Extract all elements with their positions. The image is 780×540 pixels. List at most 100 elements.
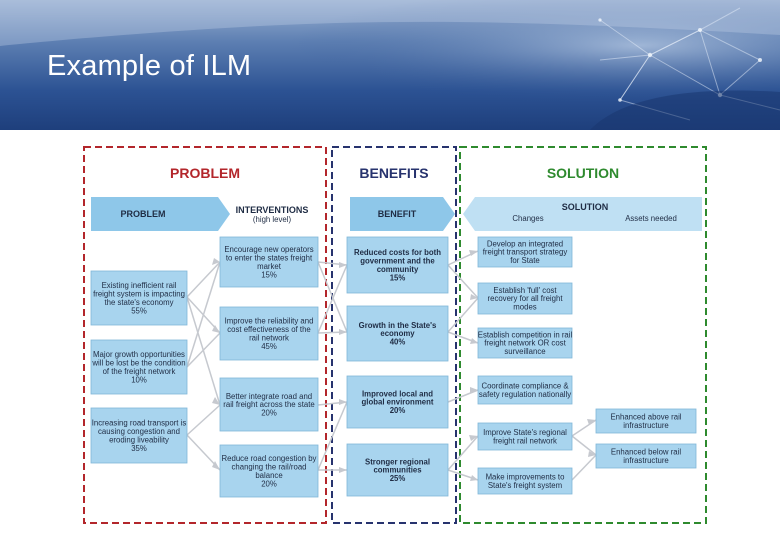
intervention-text-line: rail freight across the state (223, 400, 314, 409)
problem-text-line: will be lost be the condition (91, 359, 185, 368)
asset-boxes: Enhanced above railinfrastructureEnhance… (595, 408, 697, 469)
intervention-text-line: Encourage new operators (224, 245, 313, 254)
change-text-line: surveillance (504, 347, 545, 356)
problem-text-line: Existing inefficient rail (102, 281, 177, 290)
problem-percent: 55% (131, 306, 147, 315)
benefits-column-title: BENEFITS (359, 165, 428, 181)
header-decoration (0, 0, 780, 130)
change-box (477, 422, 573, 451)
problem-box (90, 407, 188, 464)
benefit-box (346, 236, 449, 294)
problem-header-label: PROBLEM (121, 209, 166, 219)
benefit-text-line: Growth in the State's (359, 321, 437, 330)
change-text-line: freight network OR cost (484, 339, 566, 348)
asset-box (595, 443, 697, 469)
problem-header-arrow (91, 197, 230, 231)
benefit-text-line: government and the (360, 257, 435, 266)
benefit-text-line: Reduced costs for both (354, 248, 441, 257)
change-text-line: safety regulation nationally (479, 390, 571, 399)
interventions-header-sub: (high level) (253, 215, 292, 224)
change-text-line: Establish competition in rail (478, 330, 573, 339)
benefit-text-line: communities (373, 466, 422, 475)
intervention-percent: 15% (261, 270, 277, 279)
benefit-percent: 40% (390, 338, 406, 347)
benefit-text-line: community (377, 265, 419, 274)
benefit-percent: 20% (390, 406, 406, 415)
asset-text-line: Enhanced below rail (611, 448, 681, 457)
intervention-text-line: changing the rail/road (232, 463, 307, 472)
problem-text-line: Increasing road transport is (92, 419, 187, 428)
change-text-line: for State (510, 256, 539, 265)
change-box (477, 375, 573, 405)
change-text-line: Coordinate compliance & (481, 382, 569, 391)
problem-text-line: freight system is impacting (93, 290, 185, 299)
intervention-percent: 45% (261, 342, 277, 351)
change-text-line: State's freight system (488, 481, 562, 490)
intervention-text-line: market (257, 262, 282, 271)
problem-percent: 35% (131, 444, 147, 453)
benefit-percent: 15% (390, 273, 406, 282)
change-text-line: recovery for all freight (488, 294, 564, 303)
problem-text-line: Major growth opportunities (93, 350, 185, 359)
intervention-text-line: balance (255, 471, 282, 480)
benefit-header-arrow (350, 197, 455, 231)
intervention-text-line: rail network (249, 333, 289, 342)
problem-column-title: PROBLEM (170, 165, 240, 181)
change-text-line: Improve State's regional (483, 428, 567, 437)
problem-box (90, 339, 188, 395)
solution-column-frame (459, 146, 707, 524)
solution-header-label: SOLUTION (562, 202, 609, 212)
problem-text-line: eroding liveability (109, 435, 169, 444)
intervention-box (219, 236, 319, 288)
change-box (477, 327, 573, 359)
changes-header-label: Changes (512, 214, 543, 223)
change-box (477, 467, 573, 495)
benefit-text-line: economy (380, 329, 415, 338)
intervention-text-line: Better integrate road and (226, 392, 312, 401)
change-4: Coordinate compliance &safety regulation… (477, 375, 573, 405)
connector-lines (186, 250, 597, 481)
intervention-percent: 20% (261, 479, 277, 488)
problem-text-line: of the freight network (103, 367, 176, 376)
benefit-text-line: global environment (362, 398, 434, 407)
connector-arrowheads (212, 250, 596, 481)
problem-text-line: the state's economy (104, 298, 173, 307)
benefit-percent: 25% (390, 474, 406, 483)
intervention-percent: 20% (261, 409, 277, 418)
assets-header-label: Assets needed (625, 214, 677, 223)
benefit-box (346, 375, 449, 429)
solution-header-arrow (463, 197, 702, 231)
intervention-box (219, 444, 319, 498)
change-box (477, 236, 573, 268)
intervention-box (219, 306, 319, 361)
benefit-text-line: Improved local and (362, 389, 433, 398)
problem-percent: 10% (131, 375, 147, 384)
intervention-text-line: Improve the reliability and (225, 317, 314, 326)
benefit-text-line: Stronger regional (365, 457, 430, 466)
asset-text-line: infrastructure (623, 456, 669, 465)
benefit-header-label: BENEFIT (378, 209, 417, 219)
interventions-header-label: INTERVENTIONS (236, 205, 309, 215)
benefit-box (346, 443, 449, 497)
